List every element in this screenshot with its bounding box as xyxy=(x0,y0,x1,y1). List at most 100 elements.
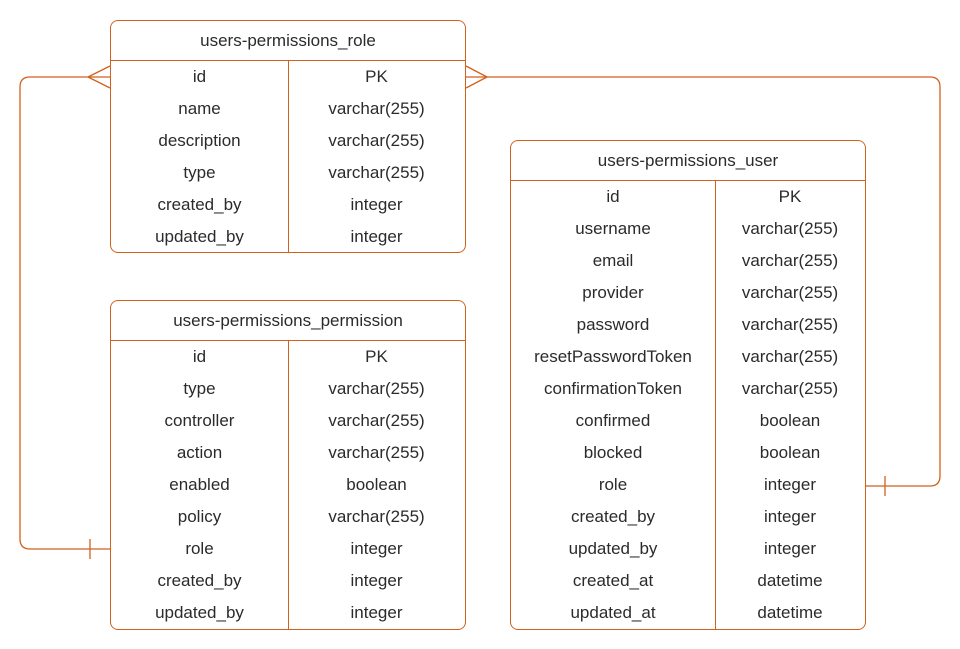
field-name: controller xyxy=(164,411,235,430)
field-name: type xyxy=(183,379,216,398)
field-name: enabled xyxy=(169,475,230,494)
field-row: controller varchar(255) xyxy=(111,405,465,437)
field-row: password varchar(255) xyxy=(511,309,865,341)
field-type: varchar(255) xyxy=(741,379,839,398)
field-row: username varchar(255) xyxy=(511,213,865,245)
field-type: varchar(255) xyxy=(328,507,425,526)
field-type: varchar(255) xyxy=(328,443,425,462)
field-row: resetPasswordToken varchar(255) xyxy=(511,341,865,373)
field-row: role integer xyxy=(511,469,865,501)
field-name: role xyxy=(598,475,628,494)
field-name: id xyxy=(192,347,207,366)
field-name: updated_by xyxy=(568,539,658,558)
crow-foot-role-right-lower xyxy=(465,76,488,89)
field-row: type varchar(255) xyxy=(111,373,465,405)
entity-users-permissions-role: users-permissions_role id PK name varchar(2… xyxy=(110,20,466,253)
field-name: name xyxy=(178,99,221,118)
field-name: updated_at xyxy=(570,603,656,622)
field-name: role xyxy=(185,539,214,558)
field-name: updated_by xyxy=(155,227,244,246)
field-row: id PK xyxy=(511,181,865,213)
field-type: integer xyxy=(350,227,403,246)
field-type: datetime xyxy=(757,603,823,622)
field-type: varchar(255) xyxy=(328,163,425,182)
entity-users-permissions-user: users-permissions_user id PK username varch… xyxy=(510,140,866,630)
field-name: created_by xyxy=(157,195,242,214)
field-type: integer xyxy=(764,475,816,494)
column-divider xyxy=(288,341,289,629)
field-name: created_by xyxy=(157,571,242,590)
field-type: integer xyxy=(350,603,403,622)
field-type: varchar(255) xyxy=(328,131,425,150)
field-name: policy xyxy=(177,507,222,526)
column-divider xyxy=(715,181,716,629)
crow-foot-role-left-lower xyxy=(87,76,111,89)
field-row: created_by integer xyxy=(511,501,865,533)
field-type: varchar(255) xyxy=(741,315,839,334)
field-name: action xyxy=(176,443,223,462)
field-type: PK xyxy=(778,187,802,206)
field-row: confirmed boolean xyxy=(511,405,865,437)
field-row: updated_by integer xyxy=(111,597,465,629)
field-type: boolean xyxy=(759,443,821,462)
field-name: created_at xyxy=(572,571,654,590)
field-type: varchar(255) xyxy=(741,347,839,366)
entity-title: users-permissions_permission xyxy=(111,301,465,341)
field-row: role integer xyxy=(111,533,465,565)
field-list: id PK name varchar(255) description varchar(2… xyxy=(111,61,465,252)
field-name: confirmed xyxy=(575,411,651,430)
relationship-line-user-role xyxy=(466,76,941,487)
field-name: username xyxy=(575,219,651,238)
field-type: PK xyxy=(365,67,388,86)
field-name: created_by xyxy=(570,507,656,526)
field-type: integer xyxy=(350,195,403,214)
field-row: enabled boolean xyxy=(111,469,465,501)
field-row: created_by integer xyxy=(111,565,465,597)
entity-title: users-permissions_role xyxy=(111,21,465,61)
field-type: varchar(255) xyxy=(741,283,839,302)
field-row: name varchar(255) xyxy=(111,93,465,125)
field-row: updated_at datetime xyxy=(511,597,865,629)
relationship-line-permission-role xyxy=(19,76,110,550)
field-type: boolean xyxy=(346,475,407,494)
field-row: updated_by integer xyxy=(111,221,465,252)
field-type: varchar(255) xyxy=(328,99,425,118)
field-type: varchar(255) xyxy=(328,411,425,430)
field-row: id PK xyxy=(111,61,465,93)
field-type: datetime xyxy=(757,571,823,590)
field-row: id PK xyxy=(111,341,465,373)
crow-foot-role-left-upper xyxy=(87,65,111,78)
field-name: resetPasswordToken xyxy=(534,347,692,366)
field-name: id xyxy=(606,187,620,206)
field-row: provider varchar(255) xyxy=(511,277,865,309)
field-name: description xyxy=(158,131,241,150)
crow-foot-role-right-upper xyxy=(465,65,488,78)
field-type: varchar(255) xyxy=(328,379,425,398)
field-name: id xyxy=(192,67,207,86)
field-type: integer xyxy=(764,507,816,526)
field-type: PK xyxy=(365,347,388,366)
entity-title: users-permissions_user xyxy=(511,141,865,181)
field-name: provider xyxy=(582,283,644,302)
field-type: varchar(255) xyxy=(741,251,839,270)
field-type: integer xyxy=(350,539,403,558)
field-row: description varchar(255) xyxy=(111,125,465,157)
field-list: id PK type varchar(255) controller varchar(25… xyxy=(111,341,465,629)
field-row: created_at datetime xyxy=(511,565,865,597)
field-row: type varchar(255) xyxy=(111,157,465,189)
field-row: policy varchar(255) xyxy=(111,501,465,533)
field-type: varchar(255) xyxy=(741,219,839,238)
field-name: password xyxy=(576,315,650,334)
column-divider xyxy=(288,61,289,252)
field-type: integer xyxy=(350,571,403,590)
field-name: updated_by xyxy=(155,603,244,622)
field-name: type xyxy=(183,163,216,182)
field-type: boolean xyxy=(759,411,821,430)
field-row: created_by integer xyxy=(111,189,465,221)
